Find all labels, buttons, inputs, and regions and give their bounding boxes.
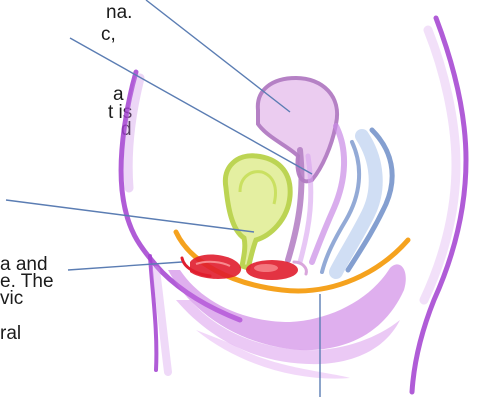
body-outline-right (412, 18, 466, 392)
pelvic-floor-muscles (168, 264, 406, 378)
rectum (322, 130, 392, 272)
pointer-line-uterus (146, 0, 290, 112)
pointer-line-bulb (68, 262, 182, 270)
bladder (225, 156, 290, 268)
